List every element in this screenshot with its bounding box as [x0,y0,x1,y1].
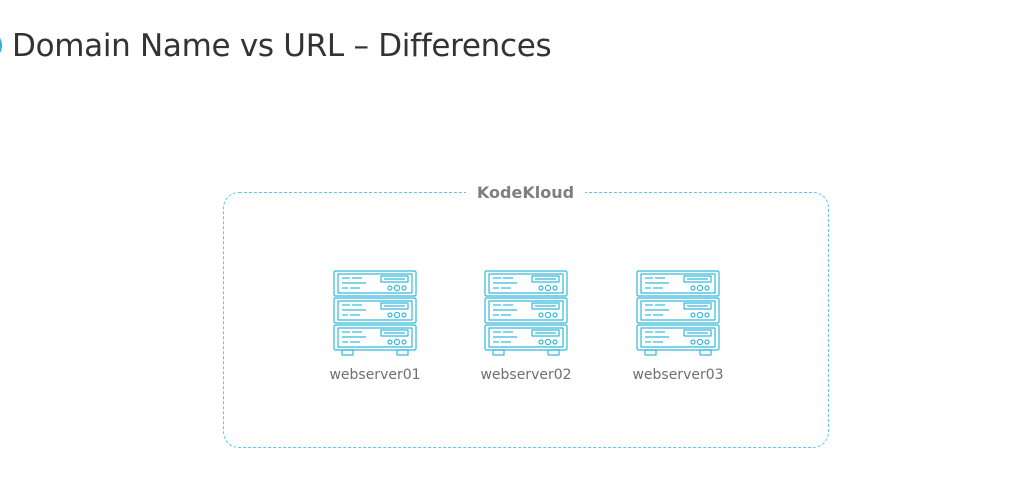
server-label: webserver02 [480,367,572,383]
server-rack-icon [333,270,417,356]
server-webserver03: webserver03 [618,270,738,384]
server-rack-icon [484,270,568,356]
server-label: webserver03 [632,367,724,383]
server-webserver01: webserver01 [315,270,435,384]
server-webserver02: webserver02 [466,270,586,384]
server-rack-icon [636,270,720,356]
page-title: Domain Name vs URL – Differences [12,28,552,64]
title-bullet-icon [0,36,2,55]
server-label: webserver01 [329,367,421,383]
group-label: KodeKloud [466,182,585,204]
